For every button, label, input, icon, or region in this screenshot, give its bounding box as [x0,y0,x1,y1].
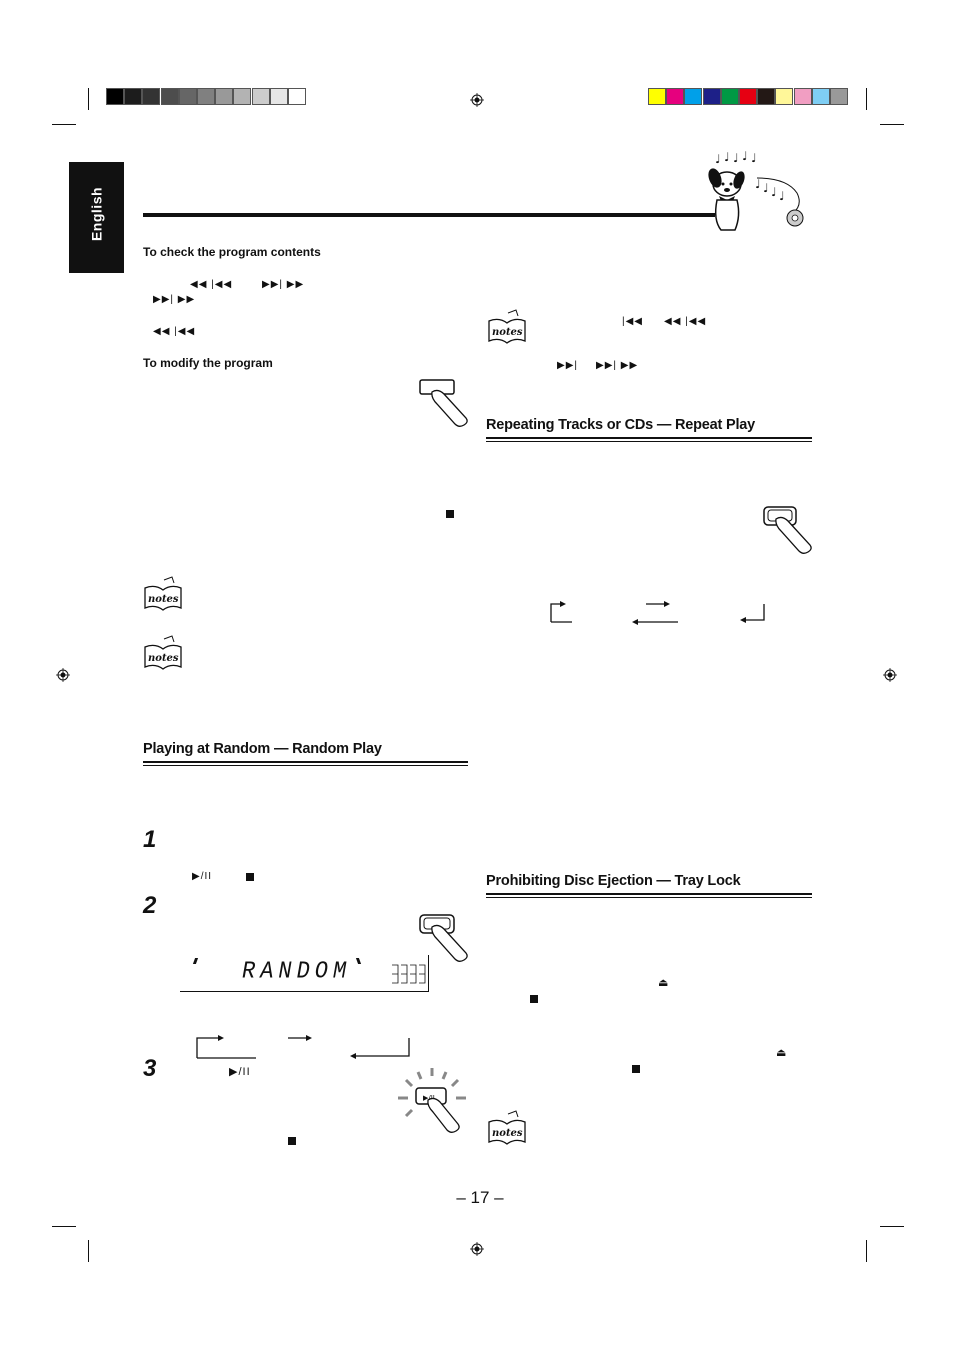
ff-next-symbols: ▶▶| ▶▶ [153,294,196,305]
heading-rule [143,765,468,766]
svg-text:♩: ♩ [733,151,739,165]
svg-text:notes: notes [492,1128,523,1139]
color-swatch [720,88,739,105]
step-number-2: 2 [143,892,157,919]
color-swatch [684,88,703,105]
color-swatch [793,88,812,105]
finger-press-button-icon [419,914,468,962]
color-swatch [106,88,124,105]
next-ff-symbols-2: ▶▶| ▶▶ [596,360,639,371]
crop-mark [880,124,904,125]
stop-icon [246,873,254,881]
heading-rule [486,897,812,898]
random-cycle-diagram [196,1035,410,1059]
finger-press-button-icon [763,506,812,554]
color-swatch [160,88,179,105]
crop-mark [52,124,76,125]
lcd-tick [355,958,362,964]
color-swatch [233,88,252,105]
repeat-play-heading: Repeating Tracks or CDs — Repeat Play [486,417,756,433]
crop-mark [88,88,89,110]
color-swatch [251,88,270,105]
tray-lock-heading: Prohibiting Disc Ejection — Tray Lock [486,873,741,889]
heading-rule [486,893,812,895]
language-tab: English [69,162,124,273]
eject-symbol-2: ⏏ [776,1047,788,1059]
play-pause-symbol: ▶/II [192,871,213,882]
svg-text:♩: ♩ [763,181,769,195]
svg-text:♩: ♩ [724,150,730,164]
notes-icon: notes [488,309,526,344]
svg-text:♩: ♩ [779,189,785,203]
flashing-play-button-icon: ▶/II [398,1068,466,1133]
title-rule [143,213,715,217]
color-swatch [142,88,161,105]
svg-text:notes: notes [148,594,179,605]
next-symbol: ▶▶| [557,360,578,371]
step-number-3: 3 [143,1055,157,1082]
rew-prev-symbols-2: ◀◀ |◀◀ [153,326,196,337]
lcd-display: RANDOM [180,955,429,992]
rew-prev-symbols: ◀◀ |◀◀ [190,279,233,290]
crop-mark [866,1240,867,1262]
svg-text:notes: notes [492,327,523,338]
heading-rule [143,761,468,763]
color-swatch [739,88,757,105]
svg-text:♩: ♩ [751,151,757,165]
modify-program-title: To modify the program [143,356,273,370]
stop-icon [288,1137,296,1145]
notes-icon: notes [144,635,182,670]
lcd-segments-icon [392,964,426,984]
color-swatch [124,88,143,105]
step-number-1: 1 [143,826,157,853]
color-swatch [215,88,234,105]
crop-mark [88,1240,89,1262]
language-label: English [88,186,105,242]
lcd-random-text: RANDOM [242,957,352,986]
svg-text:♩: ♩ [755,177,761,191]
registration-mark-icon [883,668,897,682]
color-swatch [702,88,721,105]
svg-text:notes: notes [148,653,179,664]
next-ff-symbols: ▶▶| ▶▶ [262,279,305,290]
registration-mark-icon [56,668,70,682]
rew-prev-symbols-3: ◀◀ |◀◀ [664,316,707,327]
color-swatch [197,88,215,105]
crop-mark [866,88,867,110]
notes-icon: notes [144,576,182,611]
color-swatch [269,88,288,105]
color-swatch [811,88,830,105]
stop-icon [446,510,454,518]
svg-text:♩: ♩ [742,149,748,163]
color-swatch [178,88,197,105]
notes-icon: notes [488,1110,526,1145]
eject-symbol: ⏏ [658,977,670,989]
finger-press-button-icon [419,379,468,427]
crop-mark [880,1226,904,1227]
registration-mark-icon [470,1242,484,1256]
check-program-title: To check the program contents [143,245,321,259]
registration-mark-icon [470,93,484,107]
color-swatch [757,88,776,105]
heading-rule [486,441,812,442]
svg-text:♩: ♩ [771,185,777,199]
repeat-cycle-diagram [550,601,765,625]
random-play-heading: Playing at Random — Random Play [143,741,382,757]
svg-text:♩: ♩ [715,152,721,166]
lcd-tick [192,958,199,964]
color-swatch [830,88,848,105]
stop-icon [530,995,538,1003]
dog-mascot-icon: ♩♩♩♩♩ ♩♩♩♩ [708,149,804,231]
heading-rule [486,437,812,439]
crop-mark [52,1226,76,1227]
color-swatch [666,88,685,105]
color-swatch [775,88,794,105]
color-swatch [288,88,306,105]
page-number: – 17 – [456,1188,504,1207]
play-pause-symbol-2: ▶/II [229,1066,251,1078]
svg-text:▶/II: ▶/II [423,1094,435,1102]
stop-icon [632,1065,640,1073]
color-swatch [648,88,666,105]
prev-symbol: |◀◀ [622,316,643,327]
